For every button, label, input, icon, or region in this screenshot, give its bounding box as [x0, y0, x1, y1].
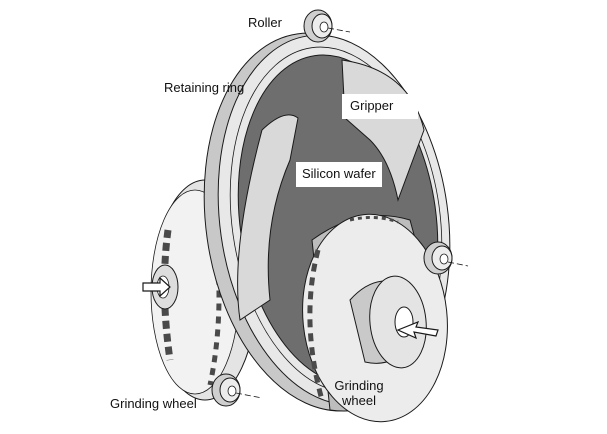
grinding-wheel-right-label: Grinding wheel: [328, 378, 390, 408]
roller-label: Roller: [248, 15, 282, 30]
gripper-label: Gripper: [342, 94, 418, 119]
silicon-wafer-label: Silicon wafer: [296, 162, 382, 187]
roller-bottom: [211, 373, 263, 407]
retaining-ring-label: Retaining ring: [164, 80, 245, 95]
grinding-wheel-right-line1: Grinding: [334, 378, 384, 393]
left-wheel-rotation-arrow: [142, 276, 171, 298]
gripper-left: [237, 114, 299, 321]
grinding-wheel-left-label: Grinding wheel: [110, 396, 197, 411]
grinding-wheel-right-line2: wheel: [342, 393, 376, 408]
roller-right: [423, 241, 469, 275]
roller-top: [303, 9, 351, 43]
right-grinding-wheel: [302, 213, 448, 423]
right-wheel-axis-arrow: [396, 320, 439, 340]
